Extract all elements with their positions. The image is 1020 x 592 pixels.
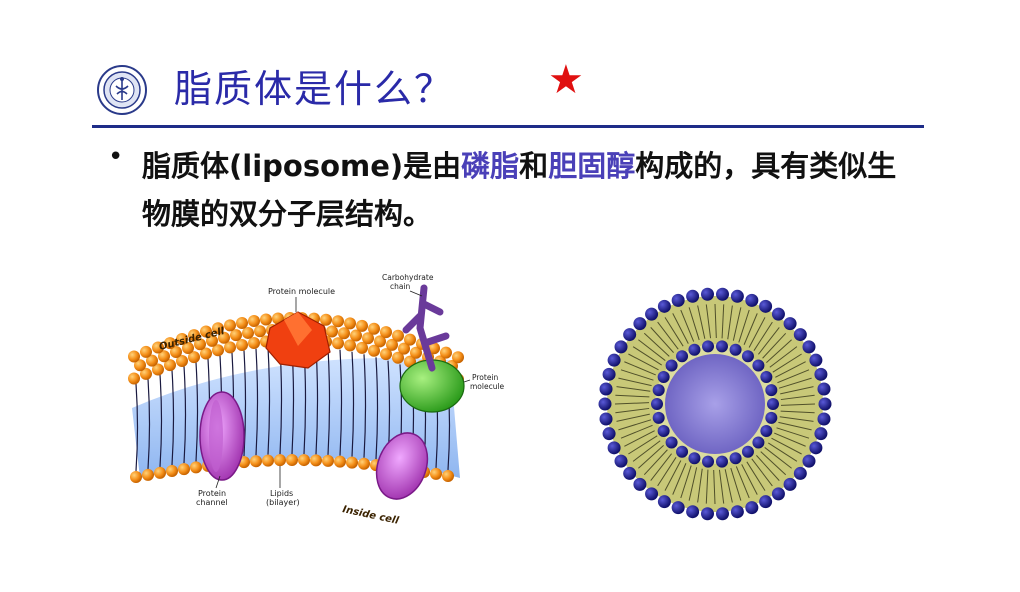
label-protein-right-line2: molecule [470, 382, 505, 391]
keyword-phospholipid: 磷脂 [461, 149, 520, 183]
university-logo-icon [97, 65, 147, 115]
body-paragraph: 脂质体(liposome)是由磷脂和胆固醇构成的，具有类似生物膜的双分子层结构。 [142, 142, 902, 238]
label-carbohydrate-line2: chain [390, 282, 411, 291]
body-text-part1: 脂质体(liposome)是由 [142, 149, 462, 183]
label-protein-right-line1: Protein [472, 373, 499, 382]
title-divider [92, 125, 924, 128]
bullet-icon: • [108, 142, 124, 172]
slide-title: 脂质体是什么？ [174, 67, 455, 111]
label-lipids-line1: Lipids [270, 489, 293, 498]
protein-channel-right [375, 432, 429, 500]
label-protein-channel-line2: channel [196, 498, 228, 507]
carbohydrate-chain [402, 284, 450, 372]
cell-membrane-figure: Protein molecule Carbohydrate chain Prot… [128, 273, 505, 527]
liposome-figure [598, 287, 832, 521]
star-icon: ★ [548, 57, 584, 103]
body-text-part2: 和 [519, 149, 549, 183]
liposome-core [665, 354, 765, 454]
label-lipids-line2: (bilayer) [266, 498, 300, 507]
liposome-heads [598, 287, 832, 521]
liposome-tails [614, 303, 816, 505]
label-protein-channel-line1: Protein [198, 489, 226, 498]
keyword-cholesterol: 胆固醇 [548, 149, 636, 183]
label-carbohydrate-line1: Carbohydrate [382, 273, 434, 282]
body-text-part3: 构成的，具有类似生物膜的双分子层结构。 [142, 149, 897, 231]
label-protein-top: Protein molecule [268, 287, 335, 296]
label-inside-cell: Inside cell [341, 504, 400, 527]
